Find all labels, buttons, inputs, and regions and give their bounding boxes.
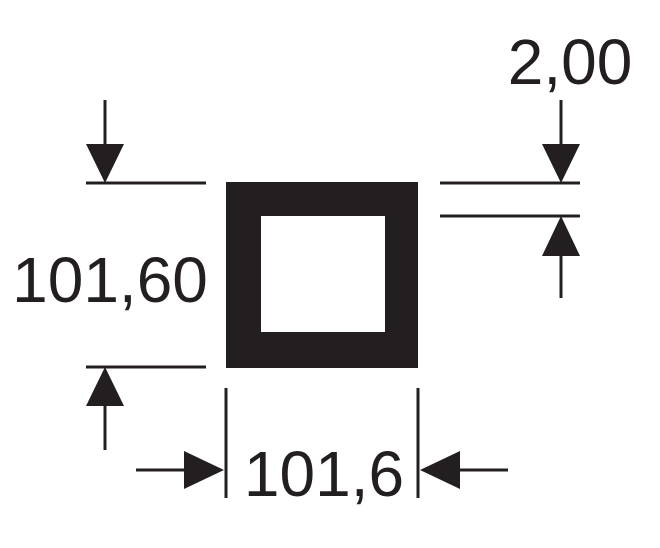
- width-arrow-right-head: [420, 451, 460, 489]
- width-label: 101,6: [244, 438, 404, 510]
- thickness-arrow-top-head: [542, 144, 580, 183]
- thickness-arrow-bottom-head: [542, 216, 580, 256]
- wall-thickness-dimension: [440, 100, 580, 298]
- width-dimension: [136, 388, 508, 498]
- width-arrow-left-head: [184, 451, 224, 489]
- height-dimension: [86, 100, 206, 450]
- wall-thickness-label: 2,00: [508, 26, 633, 98]
- height-label: 101,60: [12, 244, 208, 316]
- height-arrow-bottom-head: [86, 367, 124, 406]
- tube-cross-section: [226, 182, 418, 368]
- height-arrow-top-head: [86, 144, 124, 183]
